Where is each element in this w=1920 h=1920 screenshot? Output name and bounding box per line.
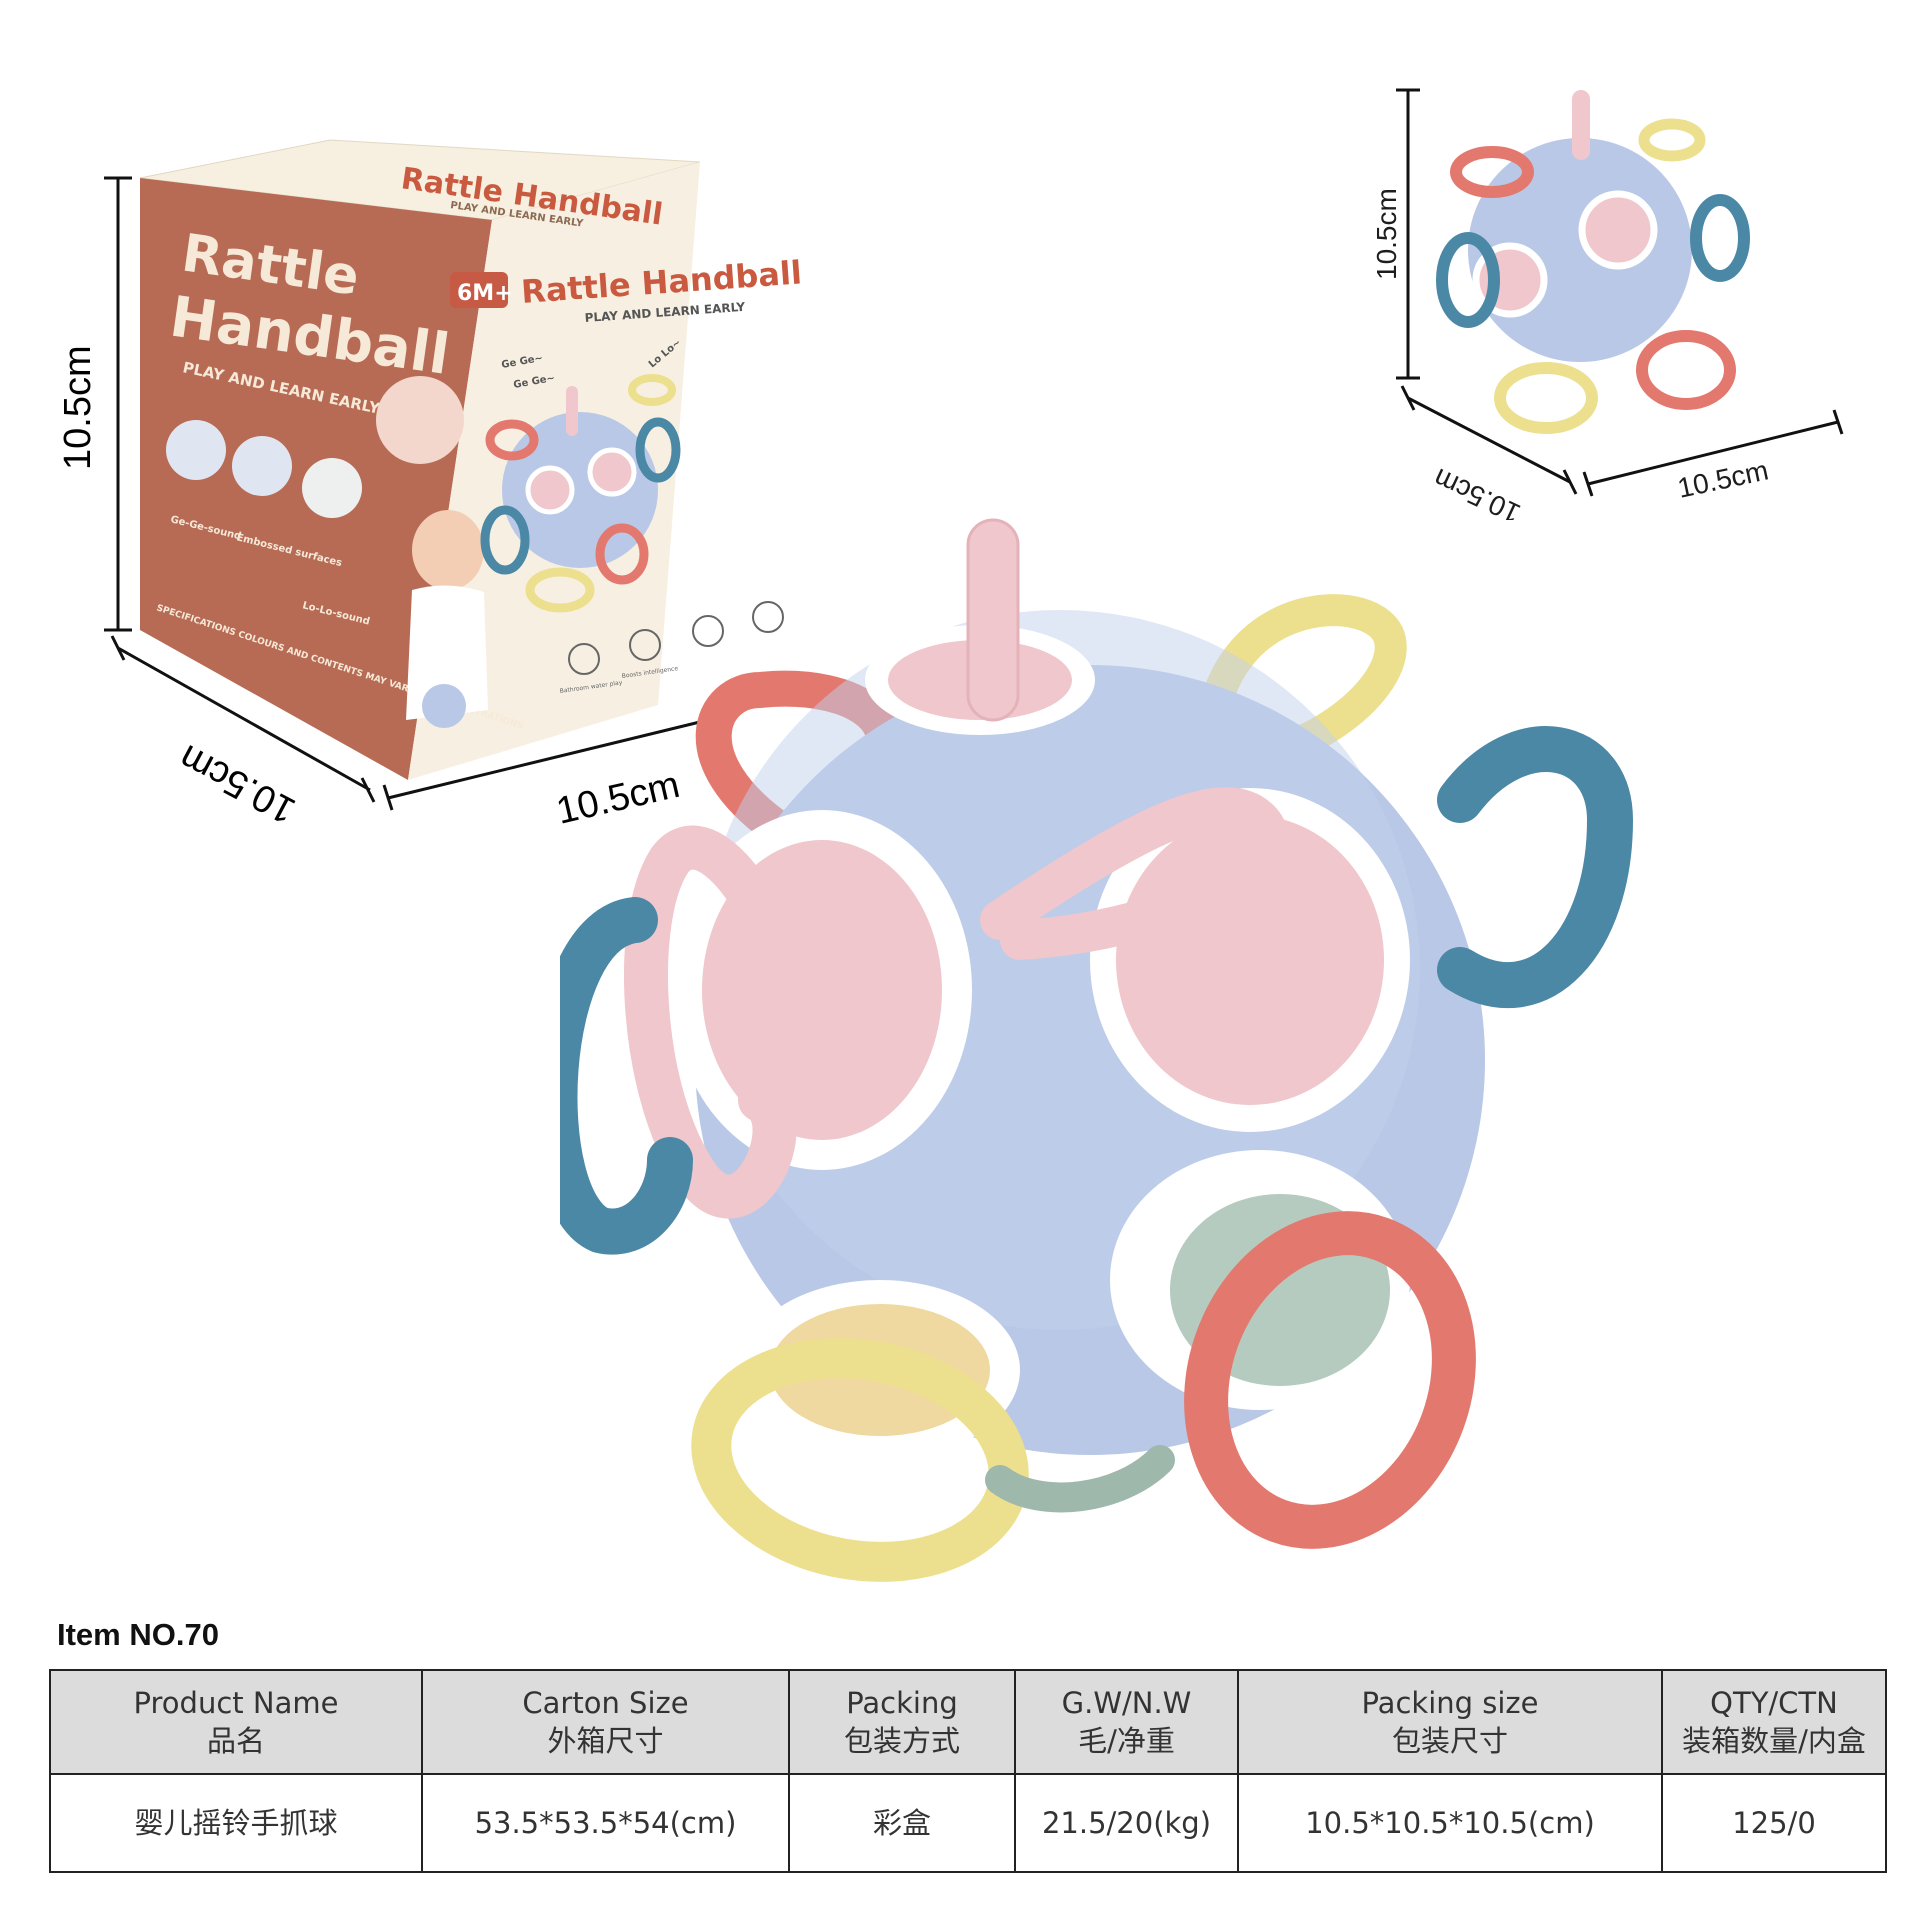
green-teether xyxy=(985,1445,1175,1513)
age-badge-bg xyxy=(450,272,508,308)
cell-qty-ctn: 125/0 xyxy=(1661,1773,1887,1873)
baby-photo xyxy=(406,510,488,728)
callout-circle-3 xyxy=(302,458,362,518)
creativity-icon xyxy=(752,601,784,633)
box-dimension-lines xyxy=(104,176,714,811)
pink-loop-right xyxy=(980,787,1288,960)
bulb-icon xyxy=(629,629,661,661)
box-ball-illustration xyxy=(480,374,681,613)
cell-carton-size: 53.5*53.5*54(cm) xyxy=(421,1773,790,1873)
coral-handle-bottom xyxy=(1184,1211,1476,1549)
blue-handle-right xyxy=(1437,726,1634,1009)
cell-packing: 彩盒 xyxy=(788,1773,1016,1873)
math-icon xyxy=(692,615,724,647)
blue-handle-left xyxy=(560,897,693,1255)
cell-weight: 21.5/20(kg) xyxy=(1014,1773,1239,1873)
table-row: 婴儿摇铃手抓球 53.5*53.5*54(cm) 彩盒 21.5/20(kg) … xyxy=(49,1773,1887,1873)
main-product-image xyxy=(560,518,1634,1582)
box-height-label: 10.5cm xyxy=(57,345,99,470)
small-ball xyxy=(1436,90,1750,434)
small-width-label: 10.5cm xyxy=(1675,454,1771,503)
bath-icon xyxy=(568,643,600,675)
cell-packing-size: 10.5*10.5*10.5(cm) xyxy=(1237,1773,1663,1873)
callout-circle-1 xyxy=(166,420,226,480)
cell-product-name: 婴儿摇铃手抓球 xyxy=(49,1773,423,1873)
feature-icons xyxy=(568,601,784,675)
small-dimension-lines xyxy=(1396,88,1844,497)
pink-loop-left xyxy=(624,825,812,1219)
item-number: Item NO.70 xyxy=(57,1617,219,1652)
small-height-label: 10.5cm xyxy=(1371,188,1402,280)
pink-stick-top xyxy=(966,518,1020,722)
main-ball xyxy=(560,518,1634,1582)
age-badge: 6M+ xyxy=(457,281,513,306)
box-inset-photo xyxy=(376,376,464,464)
small-product-dimension-view: 10.5cm 10.5cm 10.5cm xyxy=(1371,88,1844,520)
callout-circle-2 xyxy=(232,436,292,496)
product-box-illustration: Rattle Handball PLAY AND LEARN EARLY Rat… xyxy=(57,139,803,833)
box-depth-label: 10.5cm xyxy=(172,736,302,832)
